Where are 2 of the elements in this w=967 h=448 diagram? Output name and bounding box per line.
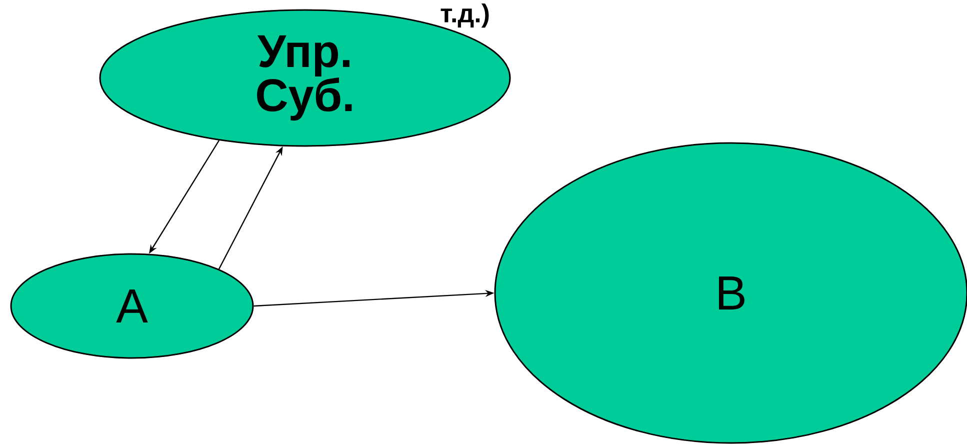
- ellipse-node: В: [494, 142, 967, 444]
- ellipse-node: А: [10, 253, 254, 359]
